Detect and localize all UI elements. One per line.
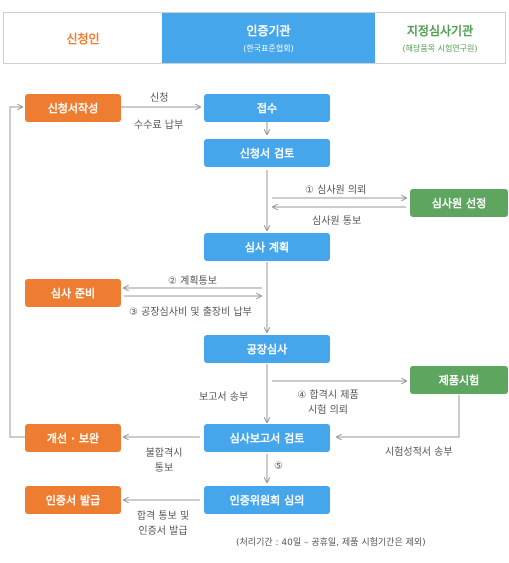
label-request-test-line2: 시험 의뢰 <box>308 405 348 416</box>
label-request-test: ④ 합격시 제품 시험 의뢰 <box>282 386 374 416</box>
lane-applicant: 신청인 <box>4 13 162 63</box>
node-product-test: 제품시험 <box>410 366 508 394</box>
node-improve: 개선 · 보완 <box>25 424 121 452</box>
node-prepare-audit: 심사 준비 <box>25 279 121 307</box>
node-receipt: 접수 <box>204 94 330 122</box>
label-send-test-report: 시험성적서 송부 <box>385 447 453 458</box>
label-apply: 신청 <box>150 93 169 104</box>
label-step5: ⑤ <box>274 461 283 472</box>
node-committee: 인증위원회 심의 <box>204 486 330 514</box>
processing-period-note: (처리기간 : 40일 – 공휴일, 제품 시험기간은 제외) <box>236 538 426 548</box>
swimlane-header: 신청인 인증기관 (한국표준협회) 지정심사기관 (해당품목 시험연구원) <box>3 12 506 64</box>
label-fail-line1: 불합격시 <box>145 448 183 459</box>
node-select-auditor: 심사원 선정 <box>410 189 508 217</box>
label-notify-plan: ② 계획통보 <box>168 276 217 287</box>
node-audit-plan: 심사 계획 <box>204 233 330 261</box>
label-pass-line2: 인증서 발급 <box>138 526 188 537</box>
lane-cert-body: 인증기관 (한국표준협회) <box>162 13 375 63</box>
label-pass-line1: 합격 통보 및 <box>136 511 190 522</box>
label-notify-auditor: 심사원 통보 <box>312 216 362 227</box>
edge-send-test-report <box>337 395 460 437</box>
label-fail: 불합격시 통보 <box>140 444 188 474</box>
edge-improve-loop <box>9 107 26 438</box>
lane-test-lab-subtitle: (해당품목 시험연구원) <box>402 44 478 53</box>
label-request-test-line1: ④ 합격시 제품 <box>297 390 359 401</box>
lane-cert-body-title: 인증기관 <box>246 24 291 38</box>
node-review-report: 심사보고서 검토 <box>204 424 330 452</box>
label-send-report: 보고서 송부 <box>199 392 249 403</box>
label-request-auditor: ① 심사원 의뢰 <box>305 185 367 196</box>
label-pay-audit-fee: ③ 공장심사비 및 출장비 납부 <box>129 307 252 318</box>
lane-applicant-title: 신청인 <box>66 31 100 46</box>
node-issue-certificate: 인증서 발급 <box>25 486 121 514</box>
label-fail-line2: 통보 <box>154 463 174 474</box>
label-pass: 합격 통보 및 인증서 발급 <box>128 507 198 537</box>
node-factory-audit: 공장심사 <box>204 335 330 363</box>
node-review-application: 신청서 검토 <box>204 139 330 167</box>
lane-test-lab-title: 지정심사기관 <box>406 24 474 38</box>
label-pay-fee: 수수료 납부 <box>134 120 184 131</box>
lane-test-lab: 지정심사기관 (해당품목 시험연구원) <box>375 13 505 63</box>
lane-cert-body-subtitle: (한국표준협회) <box>243 44 294 53</box>
node-write-application: 신청서작성 <box>25 94 121 122</box>
